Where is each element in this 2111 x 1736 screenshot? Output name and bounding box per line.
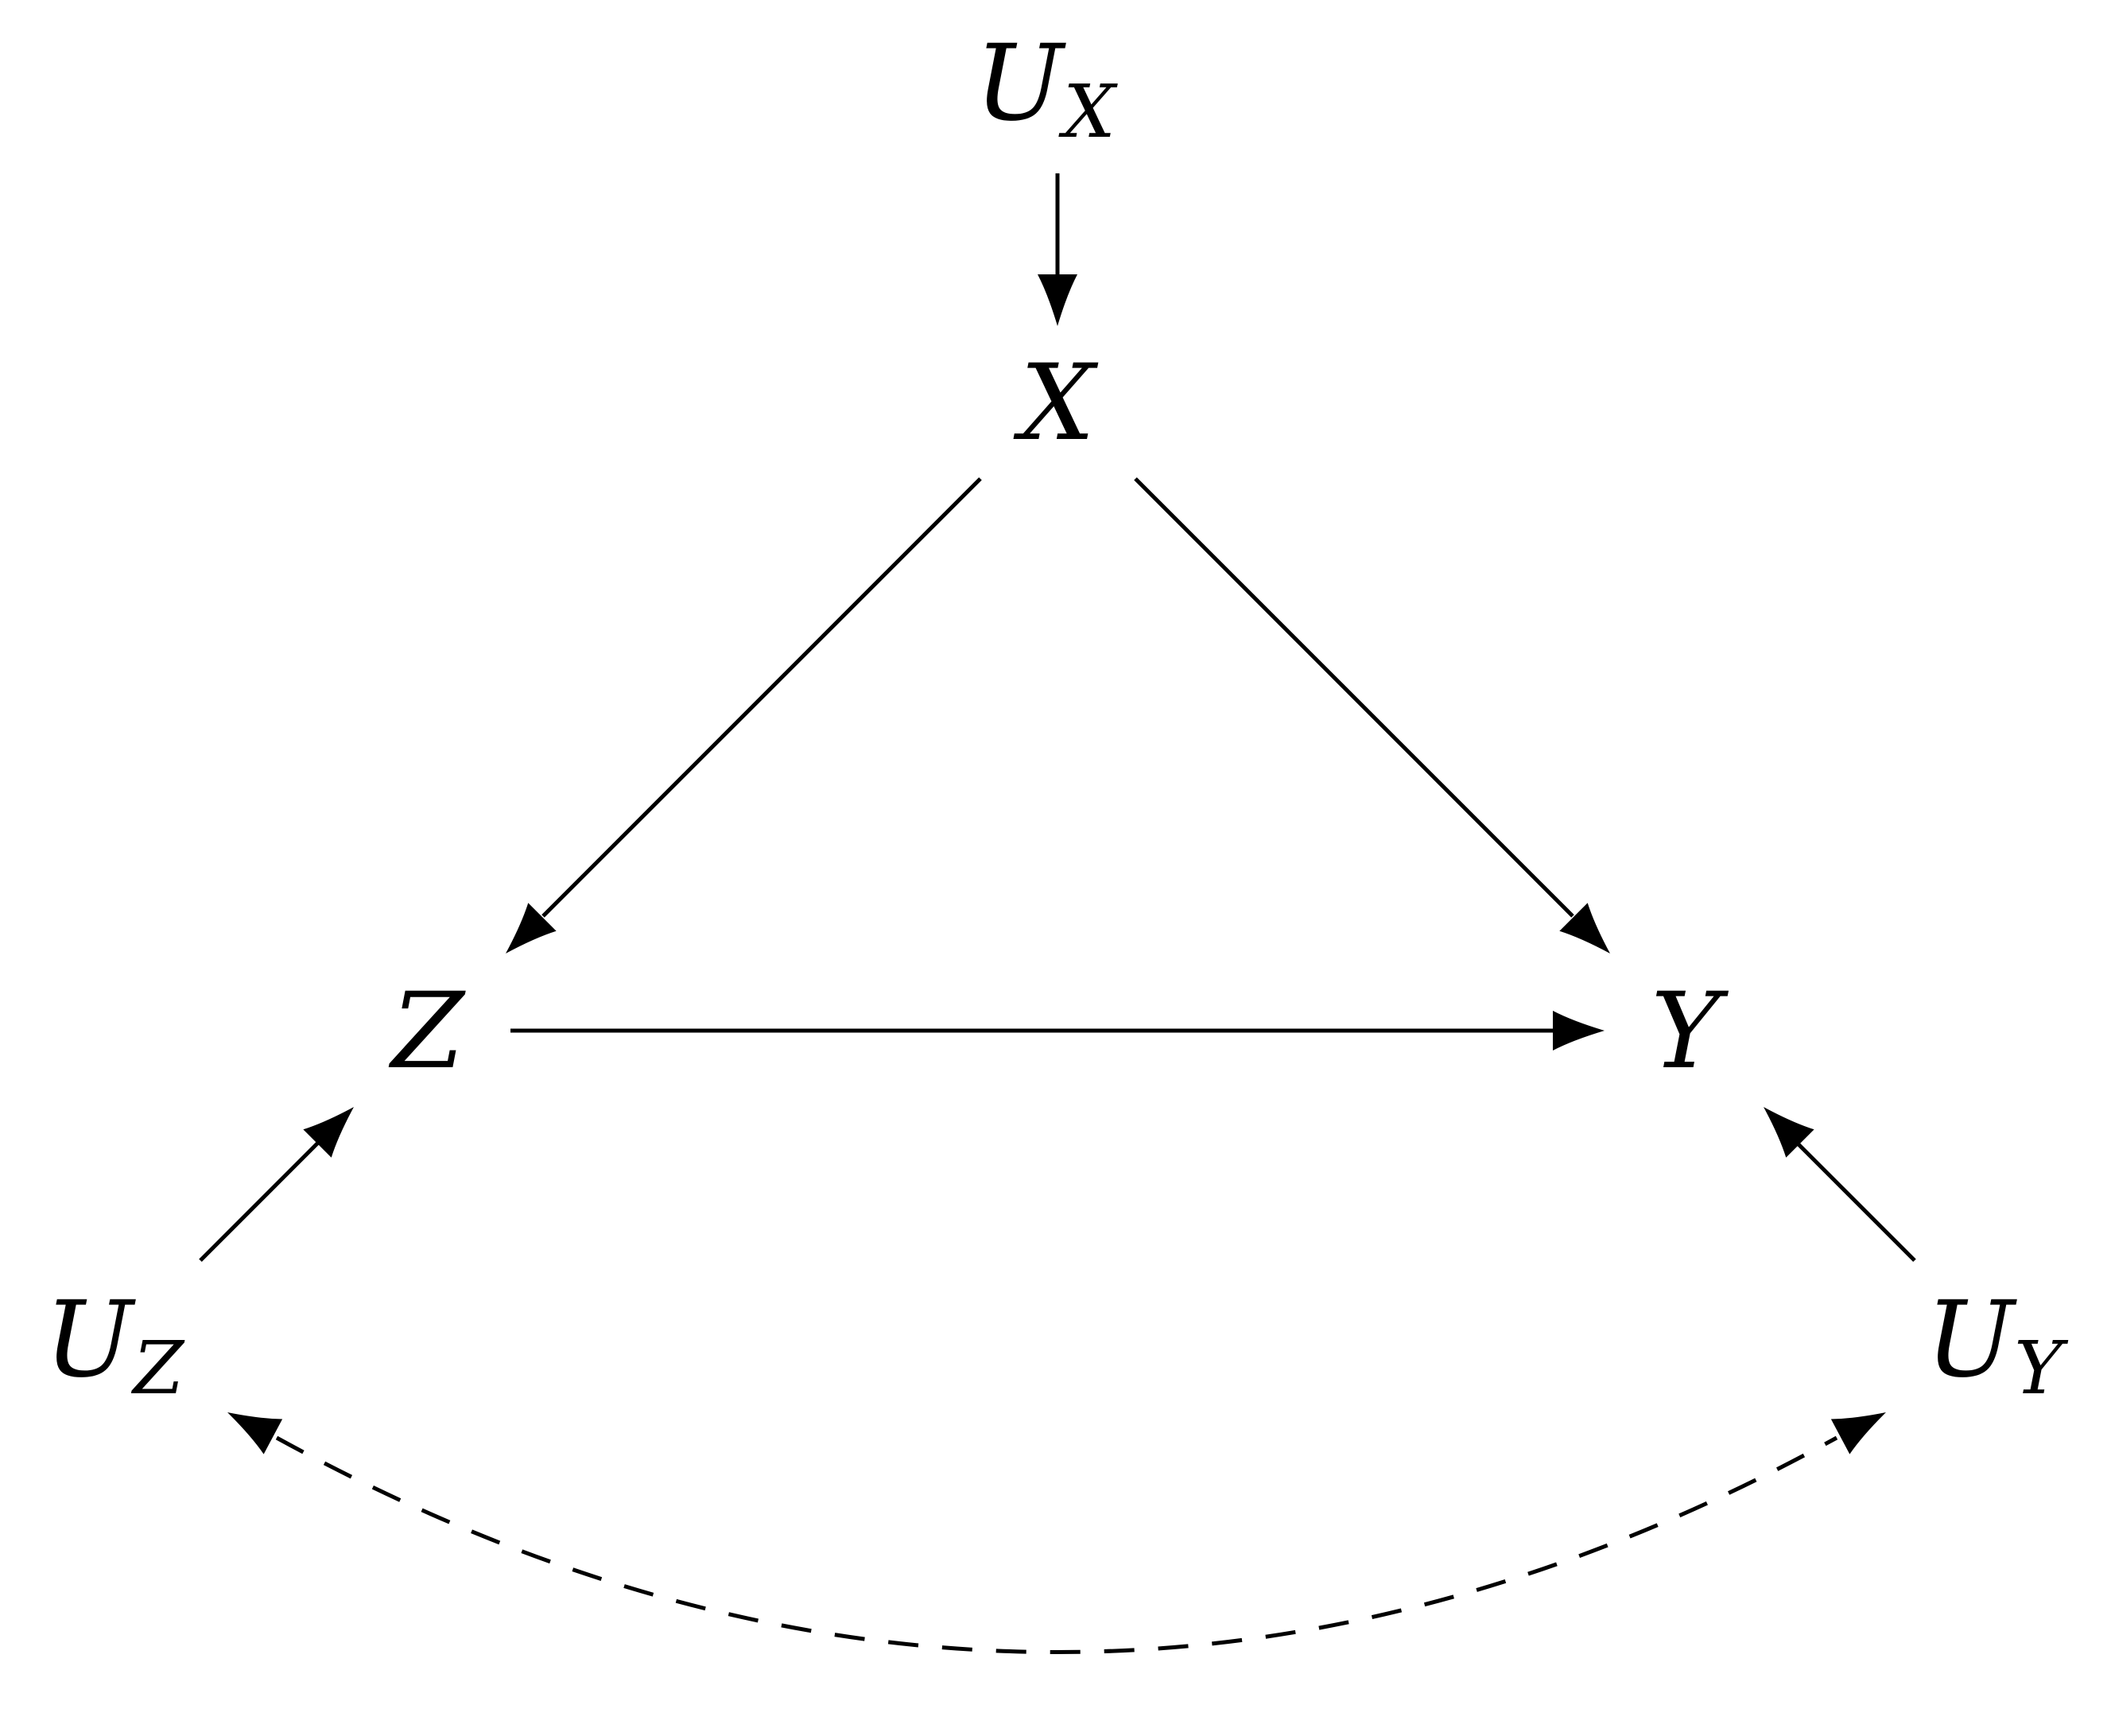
arrowhead-z-from-x (506, 903, 557, 953)
edge-uz-uy-bidirected (275, 1435, 1838, 1654)
arrowhead-y-from-uy (1764, 1107, 1814, 1158)
edges (199, 173, 1916, 1654)
arrowhead-uz (227, 1412, 283, 1454)
node-x: X (1013, 342, 1099, 464)
arrowhead-y-from-x (1559, 903, 1610, 953)
node-y: Y (1651, 970, 1729, 1093)
arrowheads (227, 274, 1886, 1454)
node-z: Z (388, 970, 466, 1093)
nodes: UX X Z Y UZ UY (45, 22, 2069, 1411)
node-uz: UZ (45, 1279, 185, 1411)
edge-uy-y (1797, 1143, 1916, 1262)
node-ux: UX (975, 22, 1118, 154)
edge-x-y (1134, 477, 1574, 918)
edge-x-z (541, 477, 982, 918)
arrowhead-uy (1830, 1412, 1886, 1454)
arrowhead-x (1038, 274, 1077, 326)
edge-uz-z (199, 1141, 320, 1262)
arrowhead-z-from-uz (303, 1107, 354, 1158)
node-uy: UY (1926, 1279, 2069, 1411)
arrowhead-y-from-z (1553, 1011, 1605, 1051)
